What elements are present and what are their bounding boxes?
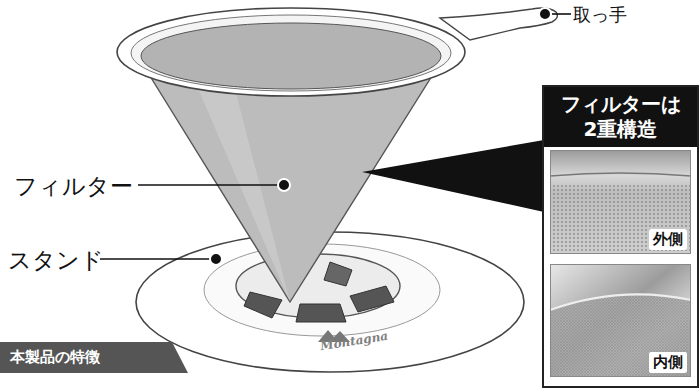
part-name: スタンド [8,245,104,276]
stand-spoke [244,292,282,318]
photo-label: 内側 [649,352,687,373]
feature-banner: 本製品の特徴 [0,342,188,373]
inner-photo [550,264,691,377]
photo-box: 外側 [550,150,691,254]
stand-plate [136,232,524,372]
callout-dot [539,8,551,20]
photo-box: 内側 [550,264,691,377]
filter-opening [141,23,441,89]
rim-outer [117,8,465,96]
part-name: フィルター [14,171,133,202]
banner-fill [0,342,188,373]
leader-line [100,258,210,260]
detail-panel: フィルターは 2重構造外側内側 [542,85,699,388]
callout-dot [210,253,222,265]
zoom-wedge [362,140,544,212]
handle-tab [440,8,557,40]
inner-mesh [550,294,691,377]
banner-title: 本製品の特徴 [0,342,188,372]
leader-line [138,184,278,186]
outer-photo [550,150,691,254]
outer-mesh [550,184,691,254]
part-name: 取っ手 [573,3,627,27]
stand-spoke [324,262,352,286]
inner-rim [550,294,691,310]
stand-spoke [296,304,346,322]
outer-seam [550,173,691,176]
stand-ring [204,244,440,336]
filter-highlight [190,70,290,302]
rim-inner [131,15,451,91]
callout-dot [278,179,290,191]
panel-heading: フィルターは 2重構造 [544,87,697,147]
leader-line [552,13,571,15]
photo-label: 外側 [649,229,687,250]
stand-spoke [350,286,394,312]
